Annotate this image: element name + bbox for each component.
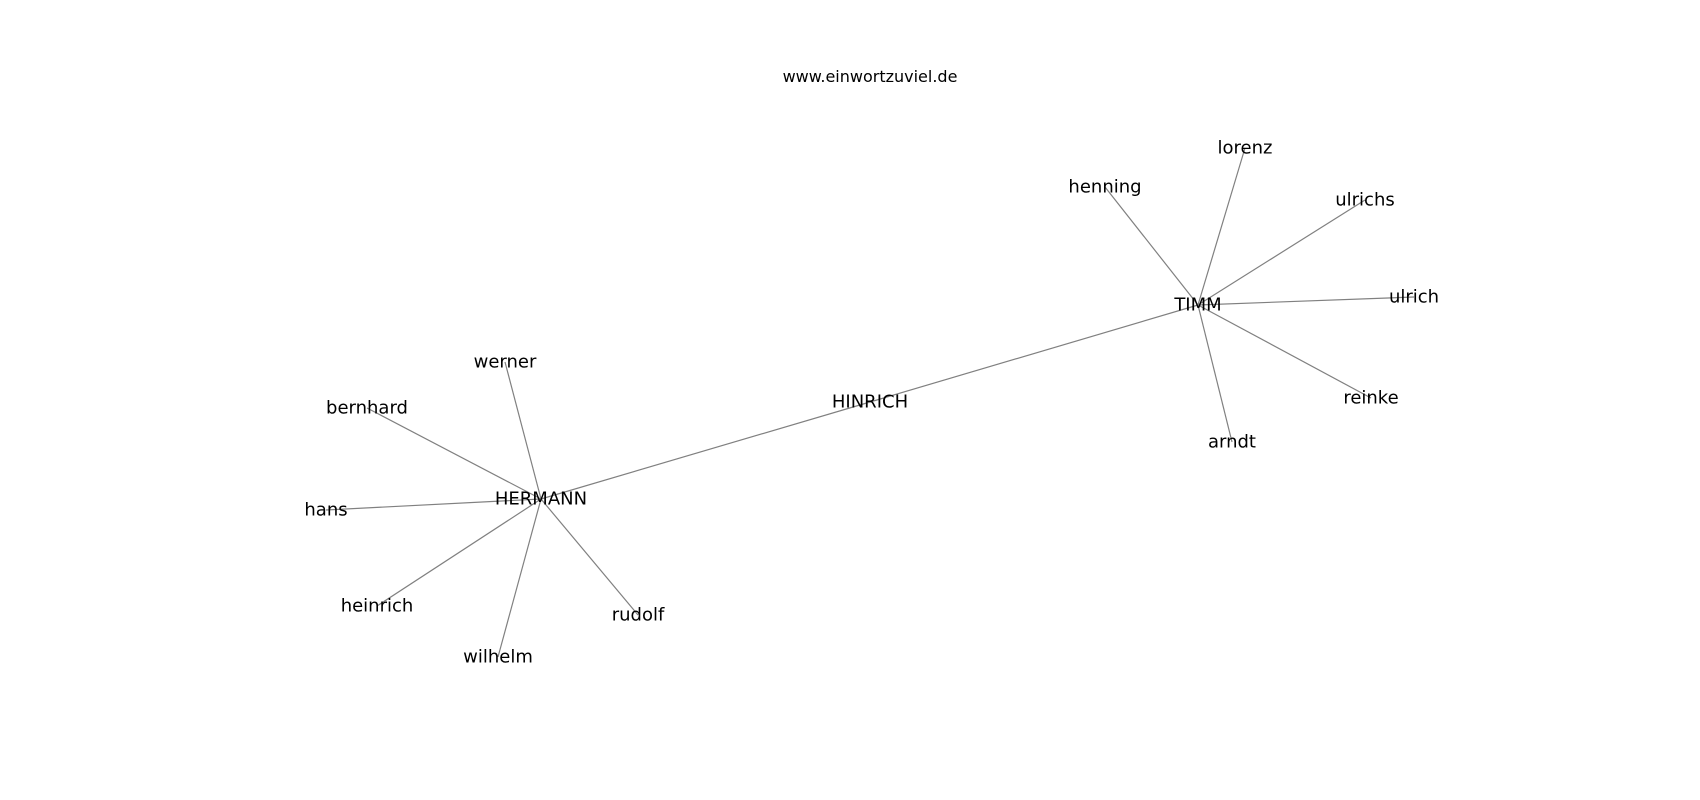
edge-timm-arndt — [1197, 304, 1233, 443]
edge-hermann-werner — [504, 361, 542, 500]
edge-timm-ulrichs — [1197, 199, 1366, 306]
edge-timm-ulrich — [1197, 296, 1415, 306]
node-label-ulrich: ulrich — [1389, 287, 1439, 308]
node-label-werner: werner — [474, 352, 537, 373]
node-label-reinke: reinke — [1343, 388, 1398, 409]
node-label-heinrich: heinrich — [341, 596, 414, 617]
edge-timm-reinke — [1197, 304, 1372, 399]
node-label-rudolf: rudolf — [612, 605, 665, 626]
watermark-text: www.einwortzuviel.de — [783, 67, 958, 86]
node-label-hinrich: HINRICH — [832, 392, 908, 413]
node-label-hans: hans — [304, 500, 347, 521]
node-label-henning: henning — [1068, 177, 1141, 198]
node-label-lorenz: lorenz — [1218, 138, 1273, 159]
edge-hermann-bernhard — [366, 407, 542, 500]
edge-hermann-heinrich — [376, 498, 542, 607]
node-label-ulrichs: ulrichs — [1335, 190, 1395, 211]
edges-layer — [325, 147, 1415, 658]
node-label-bernhard: bernhard — [326, 398, 408, 419]
edge-timm-lorenz — [1197, 147, 1246, 306]
edge-hermann-rudolf — [540, 498, 639, 616]
node-label-timm: TIMM — [1173, 295, 1221, 316]
edge-timm-henning — [1104, 186, 1199, 306]
edge-hinrich-timm — [869, 304, 1199, 403]
node-label-hermann: HERMANN — [495, 489, 587, 510]
edge-hinrich-hermann — [540, 401, 871, 500]
edge-hermann-wilhelm — [497, 498, 542, 658]
node-label-arndt: arndt — [1208, 432, 1256, 453]
node-label-wilhelm: wilhelm — [463, 647, 533, 668]
nodes-layer: HINRICH HERMANN TIMM werner bernhard hans hein… — [304, 138, 1439, 668]
edge-hermann-hans — [325, 498, 542, 511]
